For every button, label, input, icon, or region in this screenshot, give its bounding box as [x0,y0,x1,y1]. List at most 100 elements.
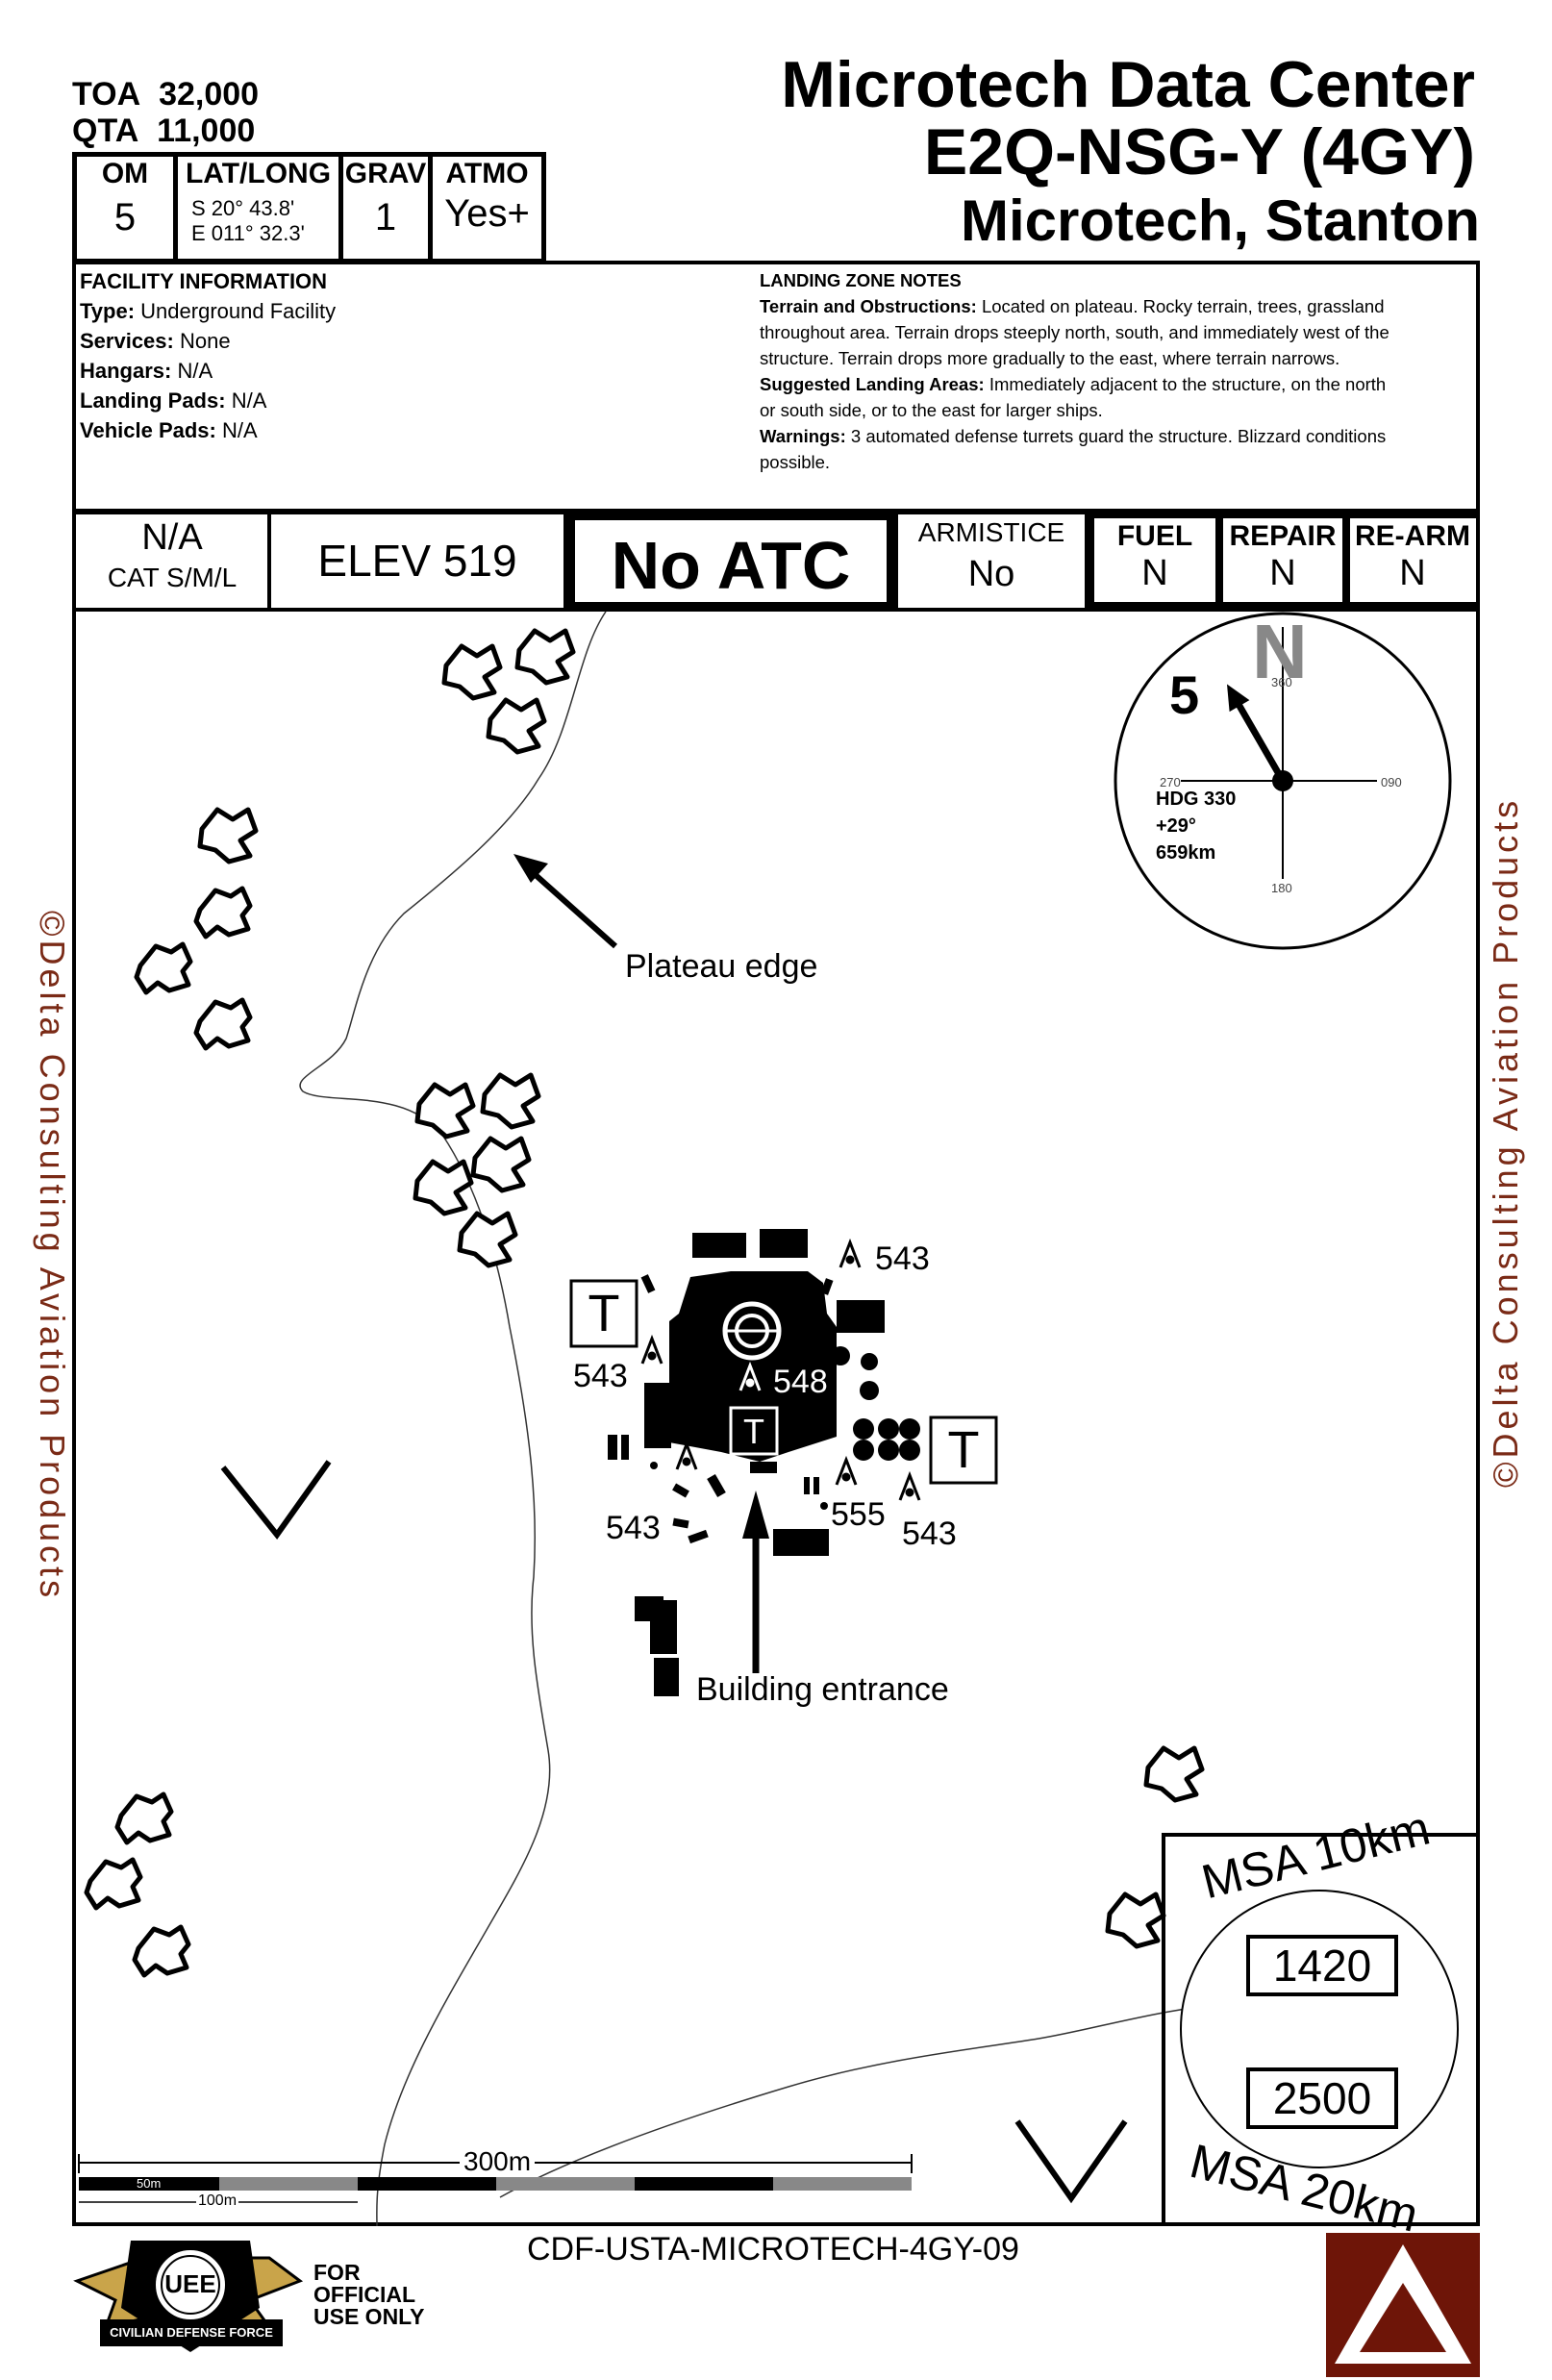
official-line-1: FOR [313,2260,361,2285]
scale-main-label: 300m [460,2146,536,2177]
tree-icon [135,1927,188,1975]
fuel-cell: FUEL N [1094,520,1215,594]
tree-cluster-north [444,631,573,752]
tree-icon [196,889,250,937]
terrain-note-line3: structure. Terrain drops more gradually … [760,348,1340,368]
rearm-cell: RE-ARM N [1350,520,1475,594]
om-label: OM [101,158,149,189]
qta-value: 11,000 [157,113,256,149]
terrain-note: Terrain and Obstructions: Located on pla… [760,296,1385,316]
armistice-value: No [967,554,1015,594]
om-value: 5 [113,196,137,238]
turret-center-symbol: T [743,1412,764,1451]
scale-100-label: 100m [196,2192,239,2210]
elevation-marker-hub [738,1361,762,1391]
repair-cell: REPAIR N [1223,520,1342,594]
om-cell: OM 5 [77,158,173,239]
valley-symbol-west [220,1460,332,1540]
turret-east-symbol: T [947,1421,980,1479]
warnings-note: Warnings: 3 automated defense turrets gu… [760,426,1387,446]
tree-icon [473,1139,529,1190]
elevation-label: 543 [573,1358,628,1394]
cat-value: N/A [141,517,203,558]
qta-line: QTA 11,000 [72,113,255,148]
elevation-label: 543 [606,1510,661,1546]
toa-line: TOA 32,000 [72,77,259,112]
compass-angle: +29° [1156,815,1196,837]
tree-icon [137,944,190,992]
facility-code: E2Q-NSG-Y (4GY) [923,115,1475,188]
elevation-marker [640,1238,921,1501]
atmo-value: Yes+ [444,192,530,235]
compass-deg-270: 270 [1160,775,1181,789]
atmo-cell: ATMO Yes+ [433,158,541,236]
building-entrance-label: Building entrance [696,1671,949,1708]
data-center-structure [608,1229,920,1696]
grav-label: GRAV [344,158,427,189]
toa-label: TOA [72,76,141,113]
elevation: ELEV 519 [317,536,517,586]
terrain-note-line2: throughout area. Terrain drops steeply n… [760,322,1389,342]
turret-east-box [929,1415,998,1485]
map-frame [72,608,1480,2226]
copyright-left: ©Delta Consulting Aviation Products [33,911,72,1602]
landing-zone-notes: LANDING ZONE NOTES Terrain and Obstructi… [760,267,1476,475]
scale-segments [79,2177,912,2191]
tree-icon [117,1794,171,1842]
chart-id: CDF-USTA-MICROTECH-4GY-09 [527,2231,1019,2267]
msa-panel [1162,1833,1480,2226]
tree-icon [87,1860,140,1908]
tree-cluster-southwest [87,1794,188,1975]
tree-icon [1146,1748,1202,1800]
elevation-label: 555 [831,1496,886,1533]
lat-value: S 20° 43.8' [191,196,295,220]
heading-arrow [1231,695,1287,783]
rearm-label: RE-ARM [1355,520,1470,552]
tree-icon [483,1075,538,1127]
tree-cluster-middle [415,1075,538,1265]
valley-symbol-southeast [1014,2119,1128,2204]
compass-deg-090: 090 [1381,775,1402,789]
facility-location: Microtech, Stanton [960,188,1480,253]
tree-icon [460,1214,515,1265]
facility-landing-pads: Landing Pads: N/A [80,388,267,413]
tree-icon [488,700,544,752]
turret-west-box [569,1279,638,1348]
fuel-value: N [1141,553,1168,593]
tree-icon [415,1162,471,1214]
badge-text: CIVILIAN DEFENSE FORCE [110,2325,273,2340]
facility-hangars: Hangars: N/A [80,359,213,383]
turret-west-symbol: T [588,1285,620,1342]
badge-letters: UEE [164,2269,216,2298]
official-line-2: OFFICIAL [313,2282,416,2307]
qta-label: QTA [72,113,139,149]
official-line-3: USE ONLY [313,2304,425,2329]
atc-status: No ATC [611,528,851,603]
tree-icon [196,1000,250,1048]
compass-heading: HDG 330 [1156,789,1237,810]
landing-notes-heading: LANDING ZONE NOTES [760,270,962,290]
cdf-badge-icon [73,2241,304,2352]
latlong-cell: LAT/LONG S 20° 43.8' E 011° 32.3' [178,158,338,246]
tree-icon [200,810,256,862]
plateau-edge-line [299,611,607,2227]
compass-deg-180: 180 [1271,881,1292,895]
atmo-label: ATMO [445,158,529,189]
plateau-arrow [525,864,617,949]
tree-icon [517,631,573,683]
fuel-label: FUEL [1116,520,1193,552]
turret-center-box [729,1406,779,1456]
elevation-label: 548 [773,1364,828,1400]
warnings-note-line2: possible. [760,452,831,472]
scale-50-label: 50m [137,2176,162,2191]
plateau-arrowhead-icon [513,854,548,883]
copyright-right: ©Delta Consulting Aviation Products [1486,796,1525,1488]
cat-cell: N/A CAT S/M/L [77,517,267,593]
elevation-label: 543 [875,1240,930,1277]
grav-value: 1 [374,196,397,238]
facility-type: Type: Underground Facility [80,299,337,323]
compass-north-letter: N [1252,609,1308,694]
facility-vehicle-pads: Vehicle Pads: N/A [80,418,258,442]
msa-bottom-value: 2500 [1246,2067,1398,2129]
facility-heading: FACILITY INFORMATION [80,269,328,293]
